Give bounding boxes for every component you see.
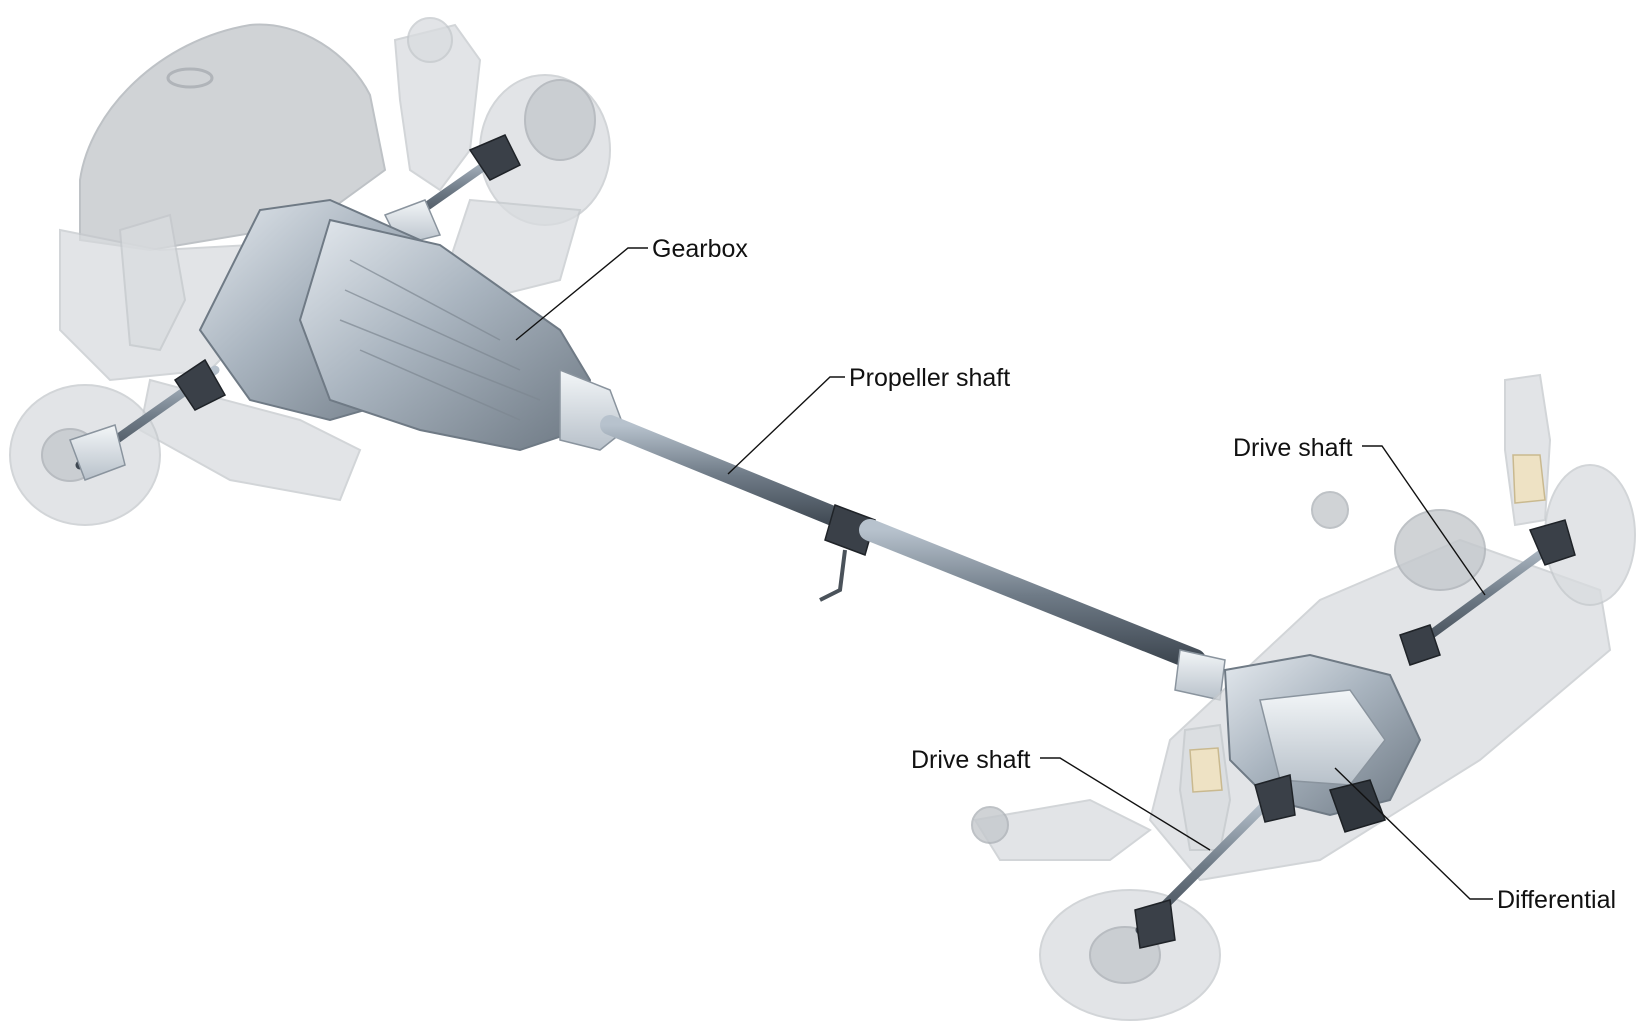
rear-spring-left — [1189, 747, 1223, 793]
rear-cv-boot-left-outer — [1134, 899, 1176, 949]
front-cv-joint-left-outer — [69, 424, 126, 481]
propeller-shaft — [600, 415, 1226, 701]
leader-lines — [515, 247, 1493, 900]
propeller-bearing-bracket — [819, 549, 847, 602]
callout-labels: Gearbox Propeller shaft Drive shaft Driv… — [652, 235, 1616, 914]
rear-bushing-top — [1311, 491, 1349, 529]
rear-bushing-left — [971, 806, 1009, 844]
differential-cover — [1259, 689, 1386, 786]
front-cv-boot-right — [468, 134, 522, 181]
gearbox-tail — [559, 368, 626, 451]
drive-shaft-upper-leader-line — [1362, 445, 1486, 596]
propeller-shaft-rear-section — [859, 519, 1206, 671]
propeller-rear-coupling — [1174, 649, 1226, 701]
rear-cv-boot-right-inner — [1399, 624, 1441, 666]
differential — [1223, 653, 1422, 833]
drive-shaft-upper-label: Drive shaft — [1233, 434, 1353, 462]
gearbox-label: Gearbox — [652, 235, 748, 263]
front-strut-left — [118, 213, 187, 352]
front-cv-boot-left — [173, 358, 227, 411]
drive-shaft-lower-leader-line — [1040, 757, 1211, 851]
rear-cv-boot-right-outer — [1528, 519, 1576, 566]
rear-cv-boot-left-inner — [1254, 774, 1296, 823]
propeller-center-bearing — [824, 504, 876, 556]
engine-logo — [166, 67, 214, 89]
front-strut-right — [393, 23, 482, 192]
rear-control-arm-left — [973, 798, 1152, 861]
gearbox-leader-line — [515, 247, 648, 341]
front-caliper-right — [524, 79, 596, 161]
rear-air-spring-right — [1394, 509, 1486, 591]
differential-leader-line — [1334, 767, 1493, 900]
differential-actuator — [1329, 779, 1386, 833]
drive-shaft-lower-label: Drive shaft — [911, 746, 1031, 774]
gearbox-ribbing — [339, 259, 541, 421]
propeller-shaft-leader-line — [727, 376, 845, 475]
front-strut-right-top — [407, 17, 453, 63]
propeller-shaft-label: Propeller shaft — [849, 364, 1010, 392]
rear-spring-right — [1512, 454, 1546, 504]
engine-block — [79, 23, 387, 252]
differential-label: Differential — [1497, 886, 1616, 914]
propeller-shaft-front-section — [600, 415, 865, 535]
